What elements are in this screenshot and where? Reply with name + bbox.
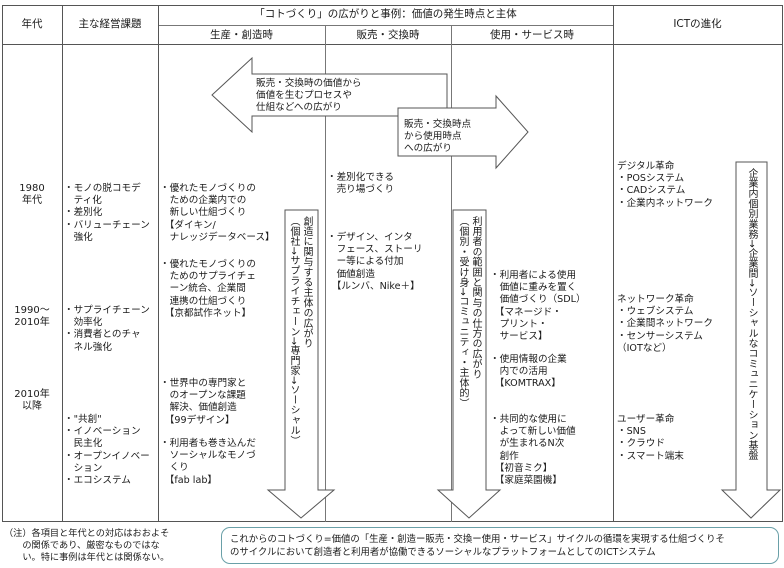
header-ict: ICTの進化 — [673, 18, 722, 30]
ict-user: ユーザー革命 ・SNS ・クラウド ・スマート端末 — [617, 414, 684, 462]
footer-summary-box: これからのコトづくり=価値の「生産・創造ー販売・交換ー使用・サービス」サイクルの… — [221, 527, 779, 564]
production-vertical-text: 創造に関与する主体の広がり （個社→サプライチェーン→専門家→ソーシャル） — [288, 216, 312, 446]
header-production: 生産・創造時 — [210, 29, 273, 41]
sales-item-2: ・デザイン、インタ フェース、ストーリ ー等による付加 価値創造 【ルンバ、Ni… — [327, 232, 423, 292]
arrow-down-ict — [720, 161, 782, 519]
arrow-left-shape — [211, 56, 448, 134]
header-usage: 使用・サービス時 — [490, 29, 574, 41]
production-item-3: ・世界中の専門家と のオープンな課題 解決、価値創造 【99デザイン】 — [160, 378, 247, 426]
usage-vertical-text: 利用者の範囲と関与の仕方の広がり （個別・受け身→コミュニティ・主体的） — [457, 216, 481, 409]
production-item-2: ・優れたモノづくりの ためのサプライチェ ーン統合、企業間 連携の仕組づくり 【… — [160, 259, 256, 319]
arrow-right-text: 販売・交換時点 から使用時点 への広がり — [404, 119, 472, 155]
era-1980: 1980 年代 — [19, 183, 45, 207]
era-1990-2010: 1990～ 2010年 — [14, 305, 50, 329]
production-item-4: ・利用者も巻き込んだ ソーシャルなモノづ くり 【fab lab】 — [160, 438, 256, 486]
header-sales: 販売・交換時 — [356, 29, 420, 41]
usage-item-2: ・使用情報の企業 内での活用 【KOMTRAX】 — [490, 354, 567, 390]
issues-1990: ・サプライチェーン 効率化 ・消費者とのチャ ネル強化 — [64, 305, 150, 353]
production-item-1: ・優れたモノづくりの ための企業内での 新しい仕組づくり 【ダイキン/ ナレッジ… — [160, 183, 275, 243]
footer-note: （注）各項目と年代との対応はおおよそ の関係であり、厳密なものではな い。特に事… — [4, 528, 170, 563]
arrow-down-usage — [436, 209, 502, 519]
header-era: 年代 — [21, 18, 43, 30]
arrow-down-production — [266, 209, 336, 519]
issues-1980: ・モノの脱コモデ ティ化 ・差別化 ・バリューチェーン 強化 — [64, 183, 150, 243]
arrow-left-text: 販売・交換時の価値から 価値を生むプロセスや 仕組などへの広がり — [256, 78, 362, 114]
usage-item-3: ・共同的な使用に よって新しい価値 が生まれるN次 創作 【初音ミク】 【家庭菜… — [490, 414, 576, 487]
arrow-right-shape — [397, 94, 529, 170]
issues-2010: ・"共創" ・イノベーション 民主化 ・オープンイノベー ション ・エコシステム — [64, 414, 150, 487]
header-issues: 主な経営課題 — [78, 18, 142, 30]
ict-vertical-text: 企業内個別業務→企業間→ソーシャルなコミュニケーション基盤 — [746, 168, 757, 461]
ict-digital: デジタル革命 ・POSシステム ・CADシステム ・企業内ネットワーク — [617, 161, 713, 209]
ict-network: ネットワーク革命 ・ウェブシステム ・企業間ネットワーク ・センサーシステム （… — [617, 294, 713, 354]
usage-item-1: ・利用者による使用 価値に重みを置く 価値づくり（SDL） 【マネージド・ プリ… — [490, 270, 586, 343]
sales-item-1: ・差別化できる 売り場づくり — [327, 172, 395, 196]
era-2010-later: 2010年 以降 — [14, 389, 50, 413]
header-koto: 「コトづくり」の広がりと事例：価値の発生時点と主体 — [254, 8, 517, 20]
